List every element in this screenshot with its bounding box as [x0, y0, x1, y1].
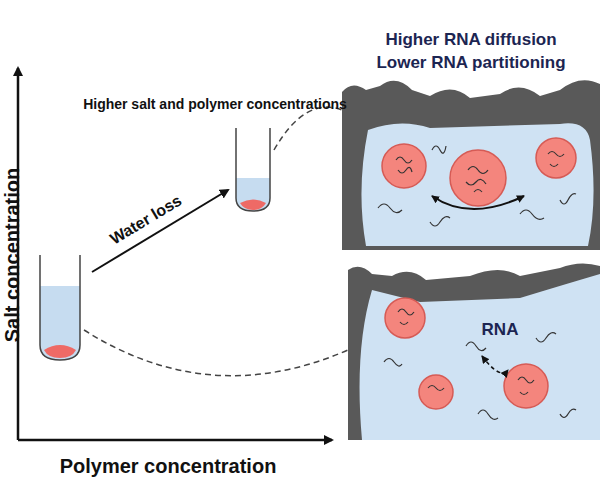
- pore-illustration: [342, 80, 600, 250]
- illustration-panel: Higher RNA diffusionLower RNA partitioni…: [342, 0, 600, 250]
- annotation-label: Salt concentration: [1, 168, 24, 342]
- polymer-axis: [18, 439, 332, 442]
- leader-line: [274, 107, 342, 150]
- illustration-panel: RNA: [348, 262, 600, 442]
- pore-illustration: [348, 263, 600, 440]
- annotation-label: Higher salt and polymer concentrations: [83, 96, 347, 112]
- leader-line: [84, 330, 348, 376]
- annotation-label: Polymer concentration: [60, 455, 277, 478]
- process-arrow: [92, 190, 228, 272]
- test-tube: [236, 128, 270, 211]
- panel-text: RNA: [482, 320, 519, 340]
- panel-text: Lower RNA partitioning: [376, 53, 565, 73]
- test-tube: [40, 255, 80, 360]
- panel-text: Higher RNA diffusion: [385, 30, 556, 50]
